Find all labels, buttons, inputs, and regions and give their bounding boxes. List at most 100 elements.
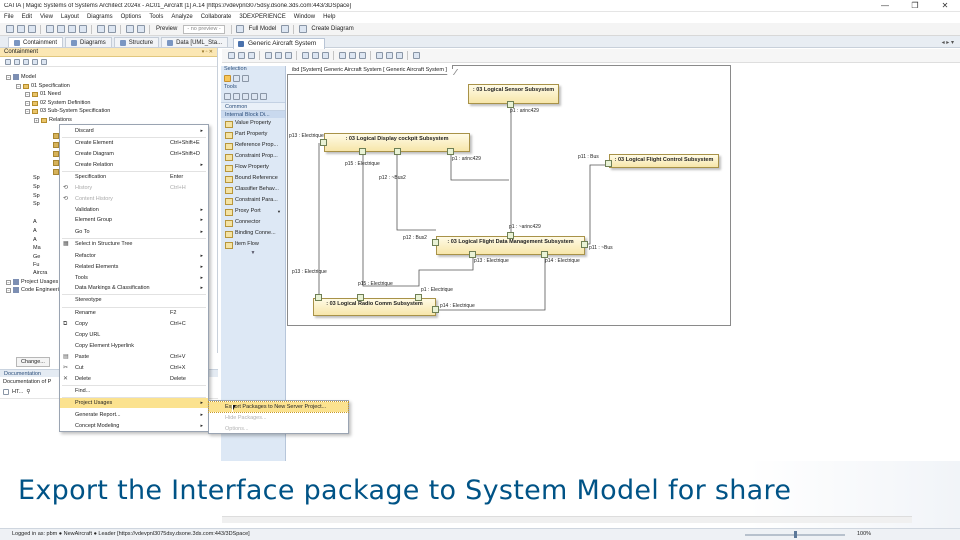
constraint-tool-icon[interactable] [251, 93, 258, 100]
back-icon[interactable] [227, 52, 235, 59]
tab-containment[interactable]: Containment [8, 37, 64, 47]
hide-packages-menu-item[interactable]: Hide Packages... [225, 415, 267, 421]
menu-item-element-group[interactable]: Element Group▸ [60, 215, 208, 225]
menu-diagrams[interactable]: Diagrams [86, 14, 113, 20]
zoom-slider-handle[interactable] [794, 531, 797, 538]
menu-file[interactable]: File [4, 14, 14, 20]
palette-item-constraint-prop[interactable]: Constraint Prop... [221, 151, 285, 162]
hyperlink-tool-icon[interactable] [260, 93, 267, 100]
palette-item-item-flow[interactable]: Item Flow [221, 239, 285, 250]
menu-tools[interactable]: Tools [149, 14, 164, 20]
palette-more-icon[interactable]: ▼ [250, 250, 256, 256]
tree-node[interactable]: −Code Engineering Sets [6, 286, 78, 294]
menu-item-tools[interactable]: Tools▸ [60, 273, 208, 283]
palette-section-ibd[interactable]: Internal Block Di... [221, 110, 285, 118]
tree-node[interactable]: −02 System Definition [25, 99, 90, 107]
close-button[interactable]: ✕ [941, 0, 949, 10]
port[interactable] [432, 306, 439, 313]
copy-icon[interactable] [67, 25, 76, 33]
tab-generic-aircraft-system[interactable]: Generic Aircraft System [233, 38, 326, 49]
paste-icon[interactable] [78, 25, 87, 33]
expand-toggle-icon[interactable]: − [6, 279, 11, 285]
tree-node-partial[interactable]: Fu [33, 261, 39, 269]
port[interactable] [315, 294, 322, 301]
anchor-tool-icon[interactable] [242, 93, 249, 100]
forward-icon[interactable] [237, 52, 245, 59]
full-model-button[interactable]: Full Model [248, 26, 277, 32]
tree-node-partial[interactable]: Sp [33, 200, 40, 208]
tree-node-partial[interactable]: Sp [33, 192, 40, 200]
port[interactable] [394, 148, 401, 155]
menu-item-data-markings-classification[interactable]: Data Markings & Classification▸ [60, 283, 208, 293]
tree-node-partial[interactable]: A [33, 236, 37, 244]
change-button[interactable]: Change... [16, 357, 50, 367]
expand-toggle-icon[interactable]: − [16, 83, 21, 89]
expand-toggle-icon[interactable]: − [6, 287, 11, 293]
port[interactable] [359, 148, 366, 155]
expand-toggle-icon[interactable]: − [25, 100, 30, 106]
panel-controls-icon[interactable]: ▾ ▫ ✕ [201, 49, 213, 55]
port[interactable] [507, 232, 514, 239]
tab-navigation-arrows[interactable]: ◂ ▸ ▾ [941, 40, 954, 46]
search-icon[interactable] [40, 58, 47, 65]
create-diagram-button[interactable]: Create Diagram [311, 26, 354, 32]
note-tool-icon[interactable] [233, 93, 240, 100]
menu-item-refactor[interactable]: Refactor▸ [60, 251, 208, 261]
palette-item-constraint-para[interactable]: Constraint Para... [221, 195, 285, 206]
port[interactable] [357, 294, 364, 301]
menu-item-stereotype[interactable]: Stereotype [60, 295, 208, 305]
menu-item-generate-report[interactable]: Generate Report...▸ [60, 410, 208, 420]
dropdown-arrow-icon[interactable]: ▼ [277, 209, 281, 214]
zoom-level[interactable]: 100% [857, 531, 872, 537]
palette-item-part-property[interactable]: Part Property [221, 129, 285, 140]
settings-icon[interactable] [385, 52, 393, 59]
diagram-options-icon[interactable] [280, 25, 289, 33]
expand-toggle-icon[interactable]: + [34, 117, 39, 123]
restore-button[interactable]: ❐ [911, 0, 919, 10]
open-project-icon[interactable] [16, 25, 25, 33]
block-sensor-subsystem[interactable]: : 03 Logical Sensor Subsystem [468, 84, 559, 104]
marquee-tool-icon[interactable] [233, 75, 240, 82]
tree-node[interactable]: −01 Need [25, 90, 61, 98]
menu-view[interactable]: View [40, 14, 53, 20]
search-icon[interactable] [412, 52, 420, 59]
port[interactable] [541, 251, 548, 258]
sort-icon[interactable] [22, 58, 29, 65]
palette-item-flow-property[interactable]: Flow Property [221, 162, 285, 173]
menu-item-select-in-structure-tree[interactable]: ▦Select in Structure Tree [60, 239, 208, 249]
export-icon[interactable] [395, 52, 403, 59]
align-icon[interactable] [301, 52, 309, 59]
expand-toggle-icon[interactable]: − [6, 74, 11, 80]
menu-item-copy-url[interactable]: Copy URL [60, 330, 208, 340]
display-options-icon[interactable] [375, 52, 383, 59]
html-checkbox-icon[interactable] [3, 389, 9, 395]
block-radio-comm-subsystem[interactable]: : 03 Logical Radio Comm Subsystem [313, 298, 436, 316]
palette-item-classifier-behav[interactable]: Classifier Behav... [221, 184, 285, 195]
menu-item-find[interactable]: Find... [60, 386, 208, 396]
pointer-tool-icon[interactable] [224, 75, 231, 82]
port[interactable] [432, 239, 439, 246]
menu-layout[interactable]: Layout [60, 14, 79, 20]
menu-help[interactable]: Help [323, 14, 336, 20]
tree-node[interactable]: +Relations [34, 116, 72, 124]
port[interactable] [469, 251, 476, 258]
menu-item-go-to[interactable]: Go To▸ [60, 227, 208, 237]
menu-window[interactable]: Window [293, 14, 316, 20]
back-icon[interactable] [125, 25, 134, 33]
undo-icon[interactable] [96, 25, 105, 33]
menu-collaborate[interactable]: Collaborate [200, 14, 232, 20]
port[interactable] [320, 139, 327, 146]
menu-item-content-history[interactable]: ⟲Content History [60, 194, 208, 204]
port[interactable] [507, 101, 514, 108]
text-format-icon[interactable] [264, 52, 272, 59]
tree-node-partial[interactable]: Aircra [33, 269, 47, 277]
tree-node[interactable]: −Model [6, 73, 36, 81]
tab-diagrams[interactable]: Diagrams [65, 37, 112, 47]
tree-node-partial[interactable]: A [33, 227, 37, 235]
menu-analyze[interactable]: Analyze [171, 14, 193, 20]
